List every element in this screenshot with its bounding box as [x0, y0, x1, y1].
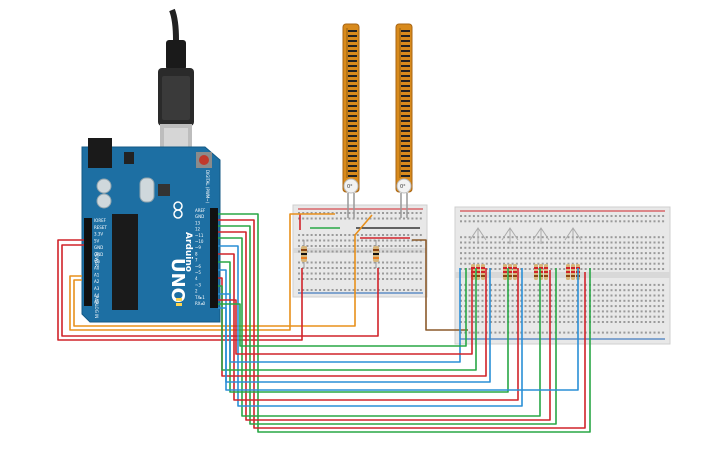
rgb-led-2[interactable]	[501, 227, 519, 244]
digital-header	[210, 208, 218, 308]
pin-label-left: Vin	[94, 259, 101, 264]
led-resistor[interactable]	[566, 264, 570, 280]
pin-label-left: A3	[94, 286, 100, 291]
pin-label-right: 13	[195, 220, 201, 225]
led-resistor[interactable]	[513, 264, 517, 280]
rgb-led-4[interactable]	[564, 227, 582, 244]
pin-label-left: 3.3V	[94, 232, 103, 237]
pin-label-right: TX▸1	[194, 295, 205, 300]
board-brand: Arduino	[183, 232, 193, 272]
analog-label: ANALOG IN	[94, 296, 99, 318]
atmega-chip	[112, 214, 138, 310]
tx-led	[176, 298, 182, 301]
pin-label-left: A4	[94, 293, 100, 298]
flex-sensor-1-label: 0°	[347, 184, 353, 190]
resistor-2[interactable]	[373, 240, 379, 268]
pin-label-right: ~6	[195, 264, 201, 269]
resistor-1[interactable]	[301, 240, 307, 268]
pin-label-left: A1	[94, 272, 100, 277]
pin-label-left: A2	[94, 279, 100, 284]
pin-label-left: 5V	[94, 238, 100, 243]
pin-label-right: RX◂0	[195, 301, 206, 306]
flex-sensor-2-label: 0°	[400, 184, 406, 190]
breadboard-small	[292, 204, 428, 298]
rx-led	[176, 303, 182, 306]
breadboard-large	[454, 206, 671, 345]
pin-label-right: ~11	[195, 233, 204, 238]
pin-label-right: 12	[195, 227, 201, 232]
pin-label-right: 2	[195, 289, 198, 294]
pin-label-left: GND	[94, 245, 103, 250]
pin-label-left: A0	[94, 266, 100, 271]
led-resistor[interactable]	[503, 264, 507, 280]
pin-label-left: IOREF	[94, 218, 107, 223]
pin-label-right: 8	[195, 251, 198, 256]
arduino-logo-icon	[173, 201, 183, 219]
led-resistor[interactable]	[534, 264, 538, 280]
led-resistor[interactable]	[508, 264, 512, 280]
pin-label-right: ~3	[195, 282, 201, 287]
rgb-led-1[interactable]	[469, 227, 487, 244]
digital-label: DIGITAL (PWM~)	[205, 170, 210, 204]
flex-sensor-2[interactable]: 0°	[395, 23, 413, 218]
pin-label-right: GND	[195, 214, 204, 219]
power-label: POWER	[94, 252, 99, 267]
pin-label-left: RESET	[94, 225, 107, 230]
led-resistor[interactable]	[476, 264, 480, 280]
pin-label-right: ~5	[195, 270, 201, 275]
wires	[57, 213, 591, 433]
power-jack	[88, 138, 112, 168]
board-model: UNO	[167, 258, 188, 303]
pin-label-right: ~9	[195, 245, 201, 250]
pin-label-right: AREF	[195, 208, 206, 213]
flex-sensor-1[interactable]: 0°	[342, 23, 360, 218]
pin-label-left: GND	[94, 252, 103, 257]
led-resistor[interactable]	[481, 264, 485, 280]
arduino-uno-board[interactable]: Arduino UNO DIGITAL (PWM~) POWER ANALOG …	[81, 138, 221, 323]
pin-label-right: ~10	[195, 239, 204, 244]
pin-label-left: A5	[94, 300, 100, 305]
power-analog-header	[84, 218, 92, 306]
usb-cable	[158, 8, 194, 154]
led-resistor[interactable]	[544, 264, 548, 280]
rgb-led-3[interactable]	[532, 227, 550, 244]
pin-label-right: 7	[195, 258, 198, 263]
led-resistor[interactable]	[571, 264, 575, 280]
pin-label-right: 4	[195, 276, 198, 281]
